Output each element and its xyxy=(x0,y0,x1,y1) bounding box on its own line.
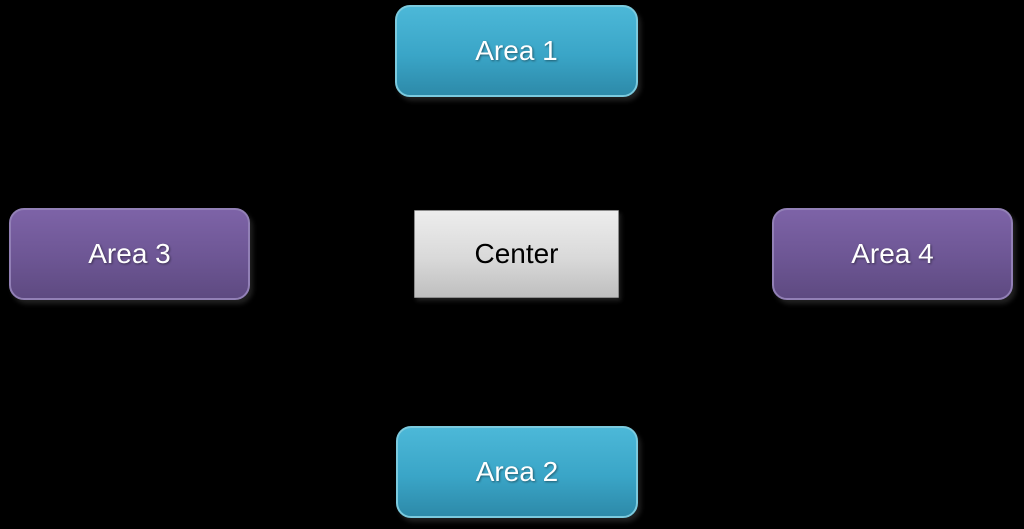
node-area-1[interactable]: Area 1 xyxy=(395,5,638,97)
node-area-4[interactable]: Area 4 xyxy=(772,208,1013,300)
node-area-1-label: Area 1 xyxy=(475,35,558,66)
node-area-2-label: Area 2 xyxy=(475,456,559,487)
node-area-3-label: Area 3 xyxy=(88,238,171,269)
node-area-4-label: Area 4 xyxy=(851,238,934,269)
node-area-2[interactable]: Area 2 xyxy=(396,426,638,518)
node-center[interactable]: Center xyxy=(414,210,619,298)
node-center-label: Center xyxy=(474,238,559,269)
node-area-3[interactable]: Area 3 xyxy=(9,208,250,300)
